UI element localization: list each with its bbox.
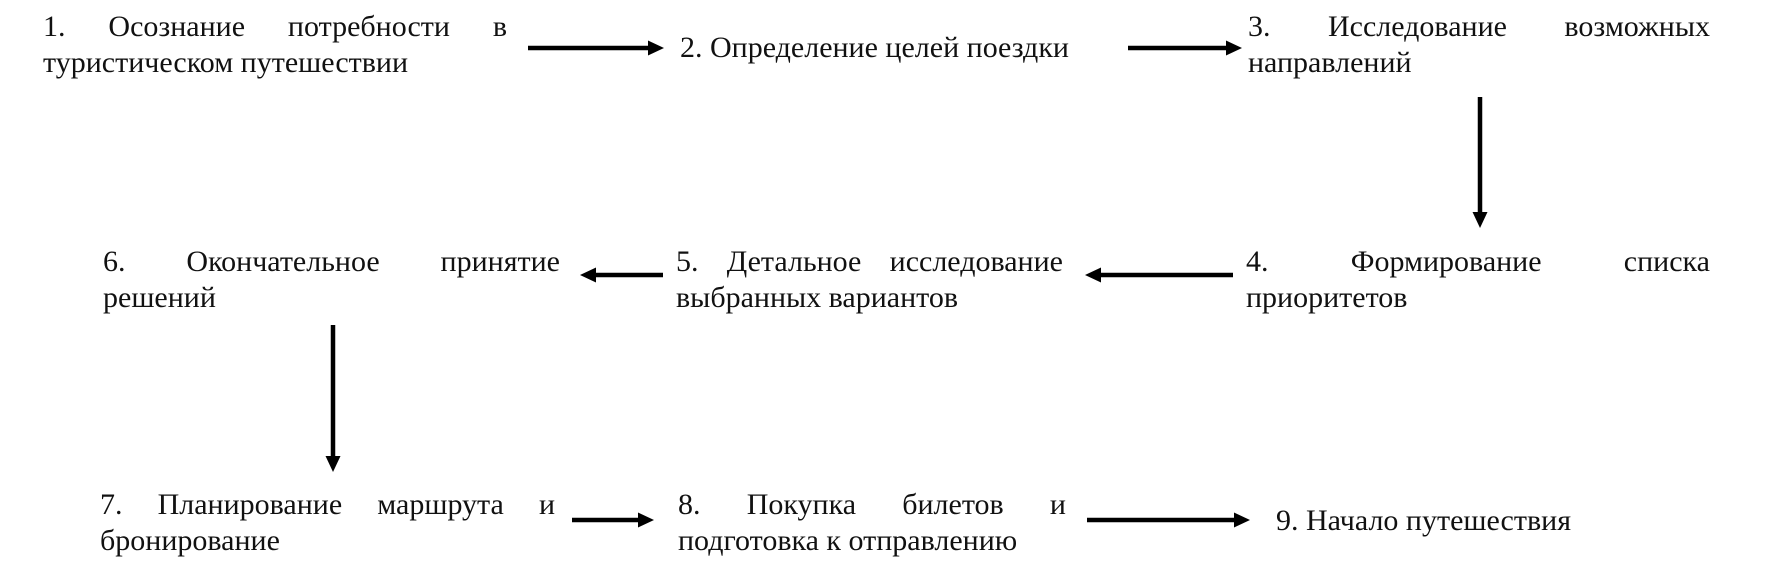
flow-step-5-line-2: выбранных вариантов [676, 281, 959, 314]
arrow-step8-to-step9-icon [1087, 512, 1250, 528]
flow-step-6: 6. Окончательное принятие решений [103, 244, 560, 316]
flow-step-9: 9. Начало путешествия [1276, 503, 1571, 539]
arrow-step5-to-step6-icon [580, 267, 663, 283]
flow-step-4-line-2: приоритетов [1246, 281, 1408, 314]
flow-step-3-line-2: направлений [1248, 46, 1412, 79]
flow-step-1-line-2: туристическом путешествии [43, 46, 409, 79]
flow-step-2: 2. Определение целей поездки [680, 30, 1069, 66]
arrow-step4-to-step5-icon [1085, 267, 1233, 283]
flow-step-4: 4. Формирование списка приоритетов [1246, 244, 1710, 316]
flow-step-5-line-1: 5. Детальное исследование [676, 245, 1063, 278]
arrow-step6-to-step7-icon [325, 325, 341, 472]
flow-step-9-line-1: 9. Начало путешествия [1276, 504, 1572, 537]
flow-step-1: 1. Осознание потребности в туристическом… [43, 9, 507, 81]
flow-step-4-line-1: 4. Формирование списка [1246, 245, 1710, 278]
flow-step-7-line-2: бронирование [100, 524, 280, 557]
arrow-step7-to-step8-icon [572, 512, 654, 528]
flow-step-8-line-1: 8. Покупка билетов и [678, 488, 1066, 521]
flow-step-3-line-1: 3. Исследование возможных [1248, 10, 1710, 43]
arrow-step1-to-step2-icon [528, 40, 664, 56]
arrow-step3-to-step4-icon [1472, 97, 1488, 228]
flow-step-7-line-1: 7. Планирование маршрута и [100, 488, 555, 521]
flow-step-2-line-1: 2. Определение целей поездки [680, 31, 1069, 64]
arrow-step2-to-step3-icon [1128, 40, 1242, 56]
flow-step-3: 3. Исследование возможных направлений [1248, 9, 1710, 81]
flow-step-6-line-1: 6. Окончательное принятие [103, 245, 560, 278]
flow-step-8-line-2: подготовка к отправлению [678, 524, 1018, 557]
flow-step-6-line-2: решений [103, 281, 216, 314]
flow-step-8: 8. Покупка билетов и подготовка к отправ… [678, 487, 1066, 559]
flow-step-1-line-1: 1. Осознание потребности в [43, 10, 507, 43]
flow-step-5: 5. Детальное исследование выбранных вари… [676, 244, 1063, 316]
flow-step-7: 7. Планирование маршрута и бронирование [100, 487, 555, 559]
